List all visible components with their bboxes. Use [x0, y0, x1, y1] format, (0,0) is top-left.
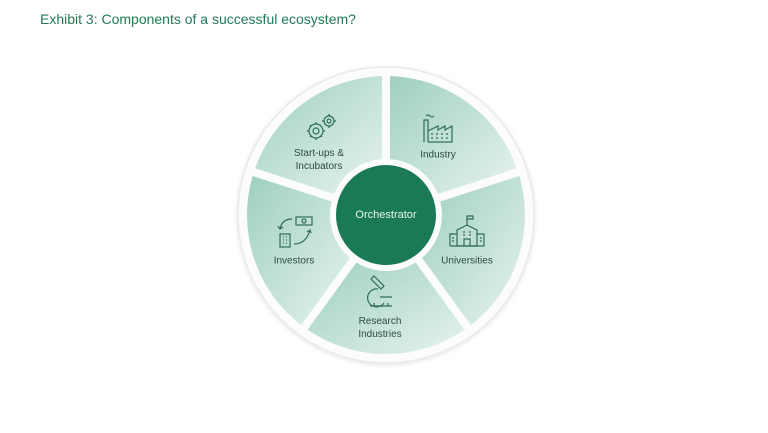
exhibit-title: Exhibit 3: Components of a successful ec…	[40, 11, 356, 27]
segment-label-industry: Industry	[420, 149, 456, 161]
money-exchange-icon	[277, 216, 313, 248]
segment-label-universities: Universities	[441, 255, 493, 267]
orchestrator-circle	[336, 165, 436, 265]
university-building-icon	[449, 215, 485, 247]
segment-research	[307, 262, 465, 355]
segment-label-investors: Investors	[273, 255, 315, 267]
factory-icon	[423, 114, 453, 143]
segment-industry	[389, 76, 517, 194]
microscope-icon	[367, 275, 392, 308]
segment-universities	[422, 175, 525, 326]
segment-startups	[255, 76, 383, 194]
segment-label-research: Research Industries	[358, 316, 402, 340]
gears-icon	[307, 114, 336, 140]
segment-investors	[247, 175, 350, 326]
orchestrator-label: Orchestrator	[355, 209, 417, 221]
segment-label-startups: Start-ups & Incubators	[293, 148, 345, 172]
